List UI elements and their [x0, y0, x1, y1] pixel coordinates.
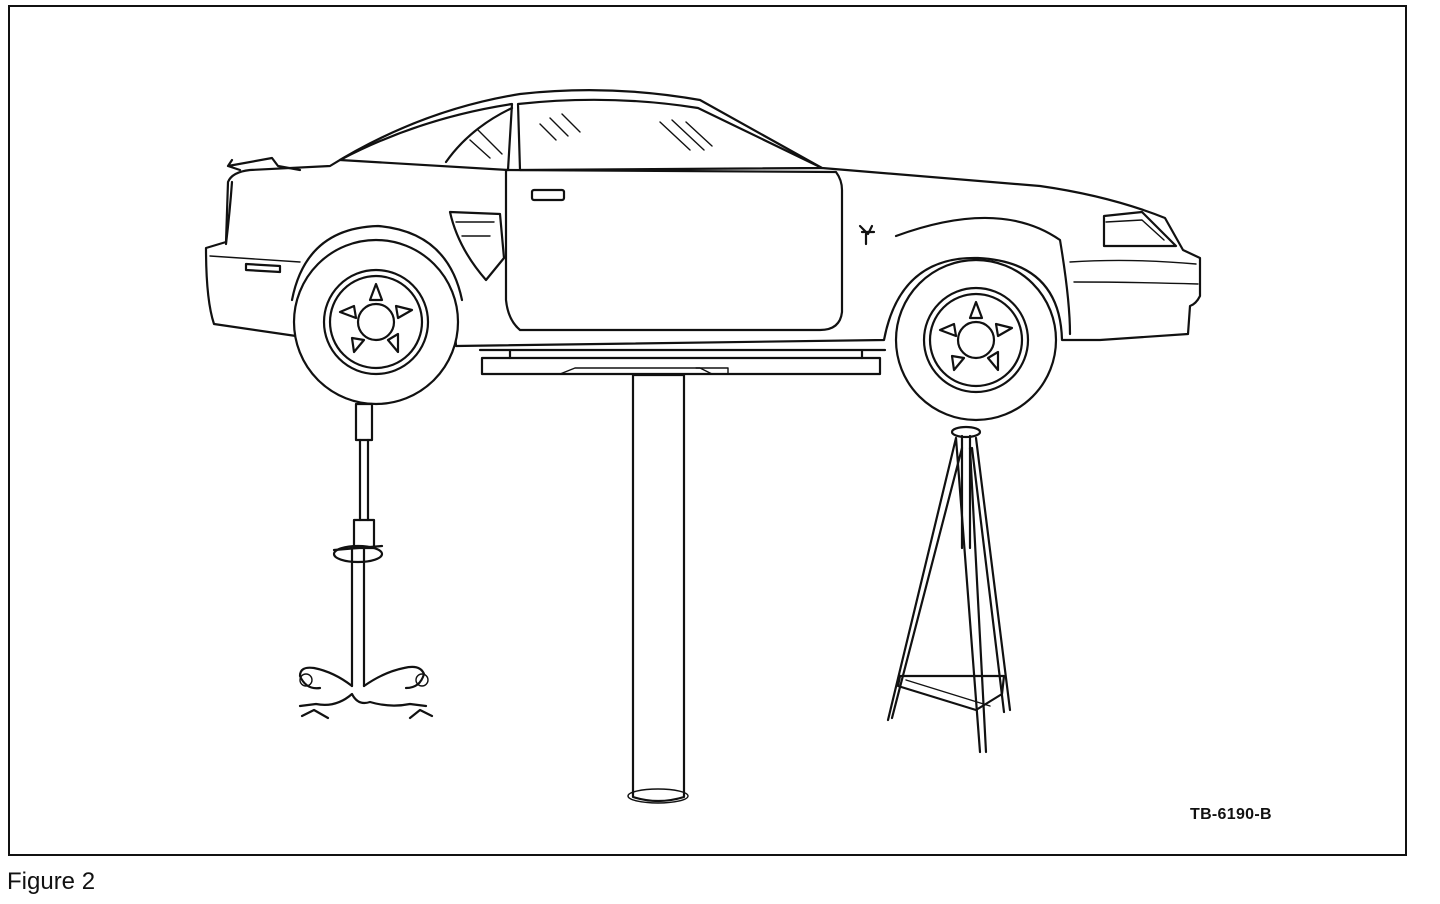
- front-wheel: [894, 258, 1058, 422]
- rear-wheel: [292, 238, 460, 406]
- transmission-jack-icon: [298, 402, 434, 720]
- tripod-jack-stand-icon: [886, 425, 1012, 754]
- single-post-lift-icon: [478, 348, 887, 804]
- figure-reference-code: TB-6190-B: [1190, 806, 1272, 823]
- figure-frame: [8, 5, 1407, 856]
- figure-caption: Figure 2: [7, 868, 96, 895]
- car-icon: [204, 89, 1202, 422]
